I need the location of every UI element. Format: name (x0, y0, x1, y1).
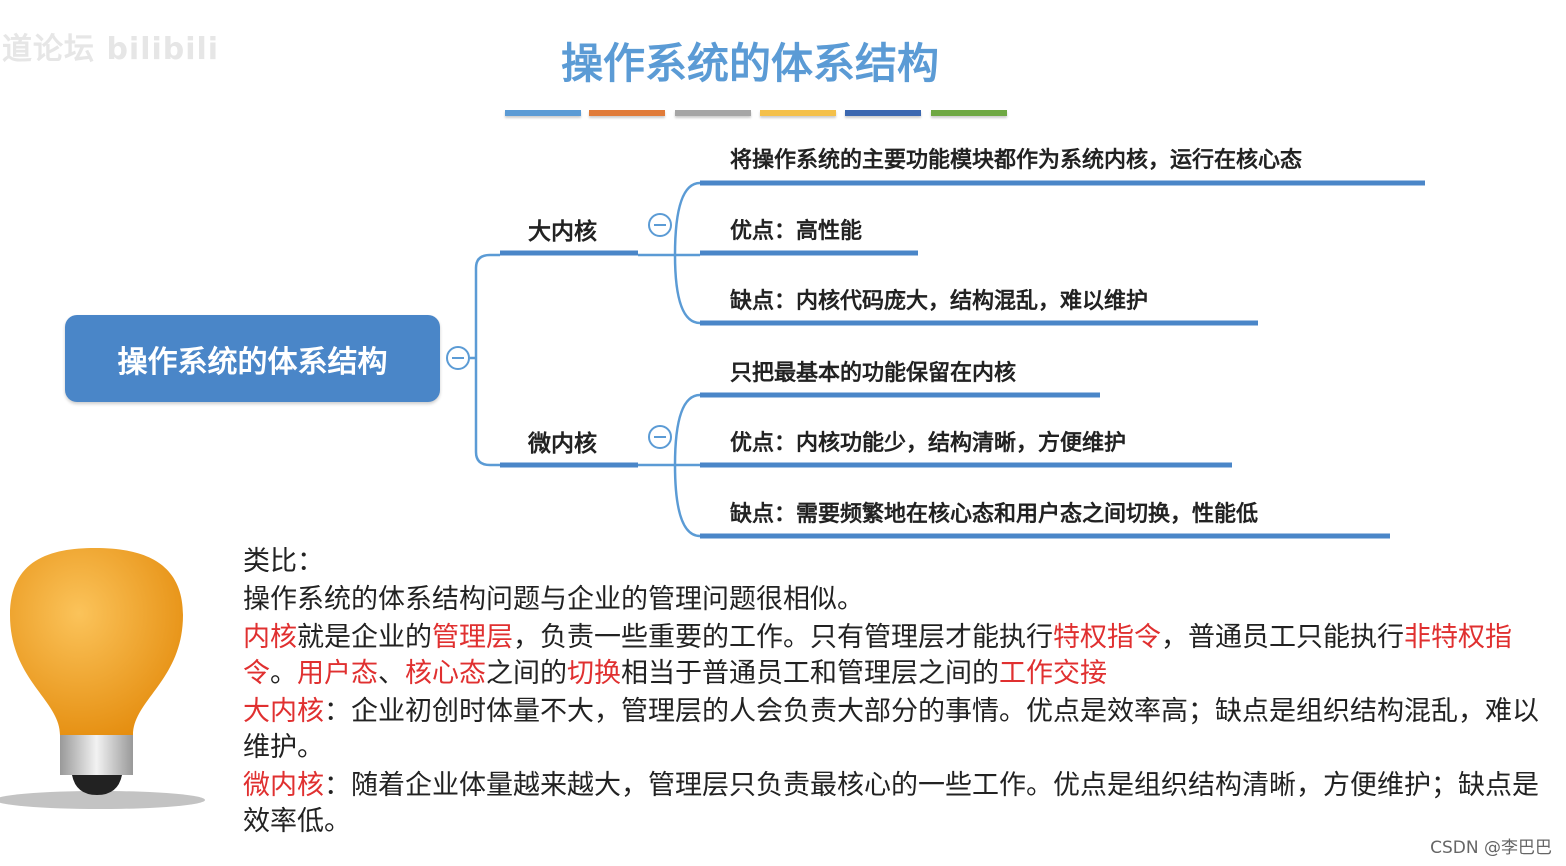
leaf-big-kernel-pro[interactable]: 优点：高性能 (730, 219, 863, 244)
analogy-text: 类比：操作系统的体系结构问题与企业的管理问题很相似。内核就是企业的管理层，负责一… (243, 544, 1543, 842)
text-segment: 就是企业的 (297, 622, 432, 653)
highlight-term: 非特权指令 (243, 622, 1512, 689)
highlight-term: 切换 (567, 658, 621, 689)
text-segment: 相当于普通员工和管理层之间的 (621, 658, 999, 689)
watermark-logo: 道论坛 bilibili (2, 32, 220, 67)
leaf-big-kernel-con[interactable]: 缺点：内核代码庞大，结构混乱，难以维护 (730, 289, 1149, 314)
highlight-term: 核心态 (405, 658, 486, 689)
slide-title: 操作系统的体系结构 (560, 39, 939, 88)
analogy-paragraph: 大内核：企业初创时体量不大，管理层的人会负责大部分的事情。优点是效率高；缺点是组… (243, 694, 1543, 766)
color-bar (931, 110, 1007, 116)
lightbulb-icon (0, 548, 205, 809)
analogy-paragraph: 内核就是企业的管理层，负责一些重要的工作。只有管理层才能执行特权指令，普通员工只… (243, 620, 1543, 692)
highlight-term: 特权指令 (1053, 622, 1161, 653)
text-segment: ：随着企业体量越来越大，管理层只负责最核心的一些工作。优点是组织结构清晰，方便维… (243, 770, 1539, 837)
big-kernel-connector (638, 181, 701, 325)
analogy-paragraph: 微内核：随着企业体量越来越大，管理层只负责最核心的一些工作。优点是组织结构清晰，… (243, 768, 1543, 840)
text-segment: 。 (270, 658, 297, 689)
text-segment: 、 (378, 658, 405, 689)
collapse-root-icon (446, 346, 470, 370)
color-bar (675, 110, 751, 116)
text-segment: 类比： (243, 546, 324, 577)
leaf-big-kernel-definition[interactable]: 将操作系统的主要功能模块都作为系统内核，运行在核心态 (730, 148, 1303, 173)
highlight-term: 大内核 (243, 696, 324, 727)
text-segment: 之间的 (486, 658, 567, 689)
root-connector (470, 253, 500, 467)
leaf-micro-kernel-con[interactable]: 缺点：需要频繁地在核心态和用户态之间切换，性能低 (730, 502, 1259, 527)
mindmap-root-node[interactable]: 操作系统的体系结构 (65, 315, 440, 402)
highlight-term: 工作交接 (999, 658, 1107, 689)
color-bar (845, 110, 921, 116)
highlight-term: 用户态 (297, 658, 378, 689)
text-segment: ，普通员工只能执行 (1161, 622, 1404, 653)
text-segment: 操作系统的体系结构问题与企业的管理问题很相似。 (243, 584, 864, 615)
highlight-term: 内核 (243, 622, 297, 653)
color-bar (589, 110, 665, 116)
branch-big-kernel[interactable]: 大内核 (528, 219, 597, 245)
leaf-micro-kernel-definition[interactable]: 只把最基本的功能保留在内核 (730, 361, 1017, 386)
leaf-micro-kernel-pro[interactable]: 优点：内核功能少，结构清晰，方便维护 (730, 431, 1127, 456)
highlight-term: 微内核 (243, 770, 324, 801)
collapse-micro-kernel-icon (648, 425, 672, 449)
color-bar (760, 110, 836, 116)
branch-micro-kernel[interactable]: 微内核 (528, 431, 597, 457)
color-bar (505, 110, 581, 116)
micro-kernel-connector (638, 393, 701, 538)
analogy-paragraph: 类比： (243, 544, 1543, 580)
highlight-term: 管理层 (432, 622, 513, 653)
csdn-watermark: CSDN @李巴巴 (1430, 838, 1552, 858)
collapse-big-kernel-icon (648, 213, 672, 237)
analogy-paragraph: 操作系统的体系结构问题与企业的管理问题很相似。 (243, 582, 1543, 618)
text-segment: ，负责一些重要的工作。只有管理层才能执行 (513, 622, 1053, 653)
text-segment: ：企业初创时体量不大，管理层的人会负责大部分的事情。优点是效率高；缺点是组织结构… (243, 696, 1539, 763)
